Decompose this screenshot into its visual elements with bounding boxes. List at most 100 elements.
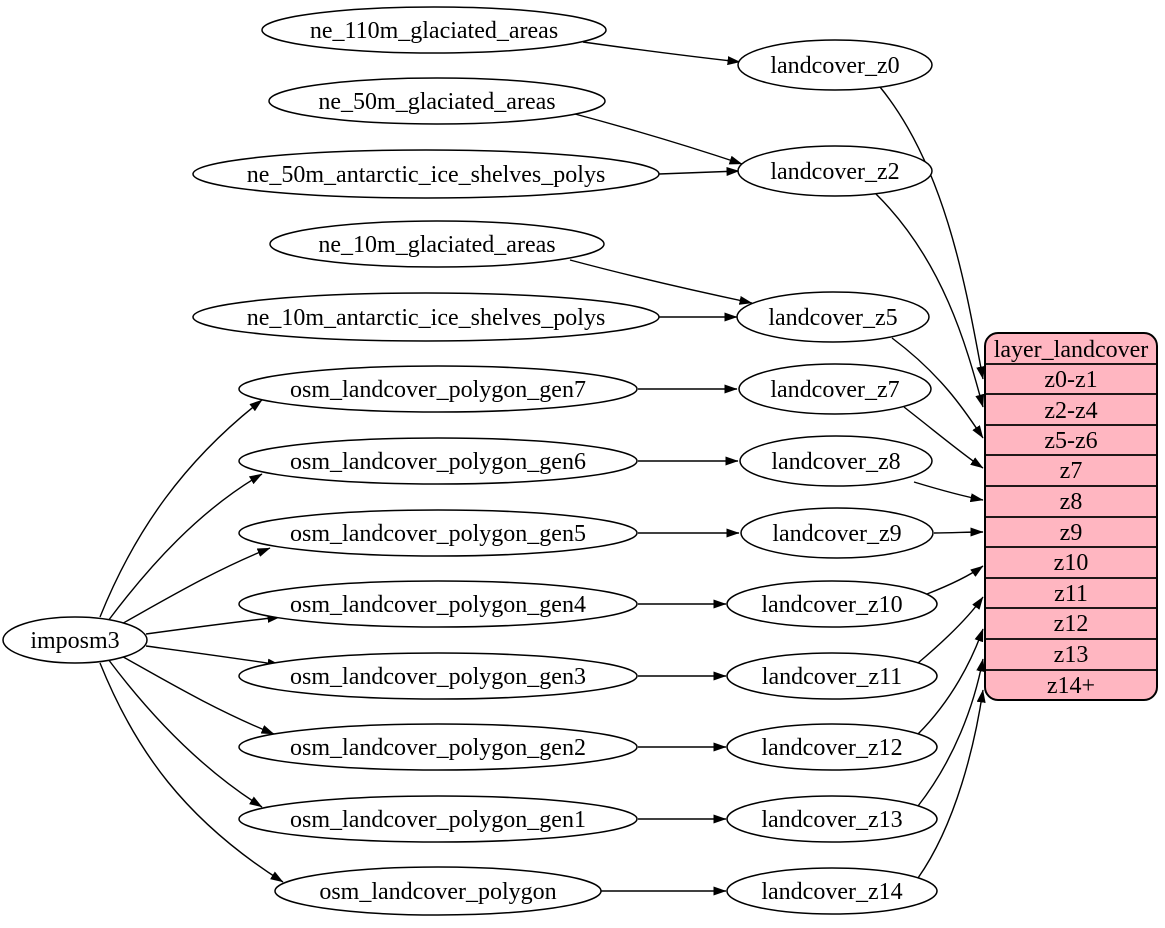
node-osm-landcover-polygon-gen4: osm_landcover_polygon_gen4 xyxy=(238,580,638,628)
node-label: osm_landcover_polygon_gen7 xyxy=(290,377,586,403)
node-label: ne_50m_glaciated_areas xyxy=(318,89,555,115)
node-osm-landcover-polygon: osm_landcover_polygon xyxy=(274,866,602,916)
node-label: osm_landcover_polygon_gen6 xyxy=(290,449,586,475)
edge-imposm3-to-osm-landcover-polygon xyxy=(99,662,284,883)
node-label: landcover_z14 xyxy=(761,879,902,905)
node-label: landcover_z11 xyxy=(762,664,902,690)
edge-imposm3-to-osm-landcover-polygon-gen4 xyxy=(145,613,281,635)
node-shape xyxy=(238,580,638,628)
edge-landcover-z11-to-row-z11 xyxy=(917,596,984,664)
node-shape xyxy=(274,866,602,916)
edge-landcover-z9-to-row-z9 xyxy=(933,527,984,537)
node-shape xyxy=(737,39,933,91)
node-shape xyxy=(269,220,605,268)
table-row-z10: z10 xyxy=(1054,550,1089,576)
node-shape xyxy=(268,77,606,125)
node-shape xyxy=(726,867,938,915)
node-osm-landcover-polygon-gen3: osm_landcover_polygon_gen3 xyxy=(238,652,638,700)
edge-imposm3-to-osm-landcover-polygon-gen1 xyxy=(107,658,263,808)
node-label: osm_landcover_polygon_gen3 xyxy=(290,664,586,690)
node-label: ne_110m_glaciated_areas xyxy=(310,18,558,44)
node-shape xyxy=(238,437,638,485)
node-shape xyxy=(726,652,938,700)
node-shape xyxy=(238,365,638,413)
node-landcover-z8: landcover_z8 xyxy=(739,435,933,487)
node-shape xyxy=(739,435,933,487)
node-osm-landcover-polygon-gen6: osm_landcover_polygon_gen6 xyxy=(238,437,638,485)
node-shape xyxy=(192,292,660,342)
table-row-z7: z7 xyxy=(1060,458,1083,484)
edge-landcover-z13-to-row-z13 xyxy=(917,658,986,807)
node-shape xyxy=(238,509,638,557)
node-label: landcover_z8 xyxy=(771,449,900,475)
node-label: ne_10m_glaciated_areas xyxy=(318,232,555,258)
node-landcover-z12: landcover_z12 xyxy=(726,723,938,771)
node-ne-50m-antarctic-ice-shelves-polys: ne_50m_antarctic_ice_shelves_polys xyxy=(192,149,660,199)
node-landcover-z7: landcover_z7 xyxy=(738,363,932,415)
node-label: landcover_z7 xyxy=(770,377,899,403)
node-landcover-z14: landcover_z14 xyxy=(726,867,938,915)
node-label: osm_landcover_polygon_gen2 xyxy=(290,735,586,761)
node-shape xyxy=(737,145,933,197)
node-imposm3: imposm3 xyxy=(2,616,148,664)
node-shape xyxy=(726,795,938,843)
table-row-z2-z4: z2-z4 xyxy=(1044,398,1097,424)
edge-landcover-z10-to-row-z10 xyxy=(926,565,984,595)
node-shape xyxy=(261,6,607,54)
table-row-z5-z6: z5-z6 xyxy=(1044,428,1097,454)
node-label: landcover_z5 xyxy=(768,305,897,331)
edge-landcover-z8-to-row-z8 xyxy=(913,481,984,503)
edge-landcover-z14-to-row-z14plus xyxy=(917,689,986,879)
node-label: landcover_z12 xyxy=(761,735,902,761)
node-ne-10m-glaciated-areas: ne_10m_glaciated_areas xyxy=(269,220,605,268)
node-landcover-z0: landcover_z0 xyxy=(737,39,933,91)
edge-ne-10m-glaciated-areas-to-landcover-z5 xyxy=(569,259,753,305)
node-shape xyxy=(192,149,660,199)
node-shape xyxy=(726,580,938,628)
node-landcover-z9: landcover_z9 xyxy=(740,507,934,559)
node-landcover-z2: landcover_z2 xyxy=(737,145,933,197)
node-label: landcover_z2 xyxy=(770,159,899,185)
node-label: landcover_z10 xyxy=(761,592,902,618)
table-layer-landcover: layer_landcover z0-z1 z2-z4 z5-z6 z7 z8 … xyxy=(984,332,1158,701)
edge-imposm3-to-osm-landcover-polygon-gen3 xyxy=(145,645,281,668)
node-shape xyxy=(238,652,638,700)
node-shape xyxy=(238,723,638,771)
node-landcover-z13: landcover_z13 xyxy=(726,795,938,843)
node-label: osm_landcover_polygon_gen1 xyxy=(290,807,586,833)
node-label: landcover_z13 xyxy=(761,807,902,833)
edge-imposm3-to-osm-landcover-polygon-gen6 xyxy=(107,473,263,622)
edges xyxy=(99,41,986,896)
table-row-z14plus: z14+ xyxy=(1047,673,1095,699)
node-label: landcover_z0 xyxy=(770,53,899,79)
node-shape xyxy=(740,507,934,559)
table-row-z9: z9 xyxy=(1060,520,1083,546)
table-row-z11: z11 xyxy=(1054,581,1088,607)
node-shape xyxy=(238,795,638,843)
node-shape xyxy=(738,363,932,415)
edge-ne-110m-glaciated-areas-to-landcover-z0 xyxy=(582,41,741,66)
table-title: layer_landcover xyxy=(994,337,1149,363)
table-row-z0-z1: z0-z1 xyxy=(1044,367,1097,393)
edge-imposm3-to-osm-landcover-polygon-gen5 xyxy=(117,547,271,627)
node-landcover-z5: landcover_z5 xyxy=(736,291,930,343)
node-shape xyxy=(726,723,938,771)
node-ne-110m-glaciated-areas: ne_110m_glaciated_areas xyxy=(261,6,607,54)
edge-landcover-z2-to-row-z2-z4 xyxy=(875,193,985,408)
node-osm-landcover-polygon-gen5: osm_landcover_polygon_gen5 xyxy=(238,509,638,557)
edge-landcover-z7-to-row-z7 xyxy=(903,406,984,469)
node-shape xyxy=(736,291,930,343)
node-osm-landcover-polygon-gen2: osm_landcover_polygon_gen2 xyxy=(238,723,638,771)
edge-landcover-z0-to-row-z0-z1 xyxy=(879,86,986,380)
node-imposm3-label: imposm3 xyxy=(30,628,119,654)
node-imposm3-shape xyxy=(2,616,148,664)
node-label: ne_10m_antarctic_ice_shelves_polys xyxy=(247,305,606,331)
node-label: osm_landcover_polygon xyxy=(319,879,556,905)
node-landcover-z10: landcover_z10 xyxy=(726,580,938,628)
edge-landcover-z12-to-row-z12 xyxy=(917,628,984,735)
node-landcover-z11: landcover_z11 xyxy=(726,652,938,700)
edge-imposm3-to-osm-landcover-polygon-gen2 xyxy=(117,653,275,735)
table-row-z8: z8 xyxy=(1060,489,1083,515)
